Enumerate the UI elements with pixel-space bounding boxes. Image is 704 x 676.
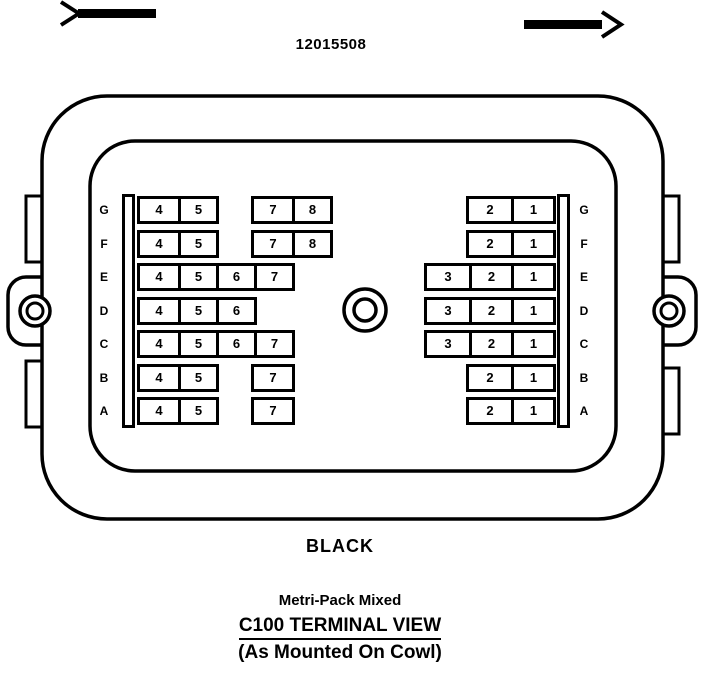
terminal-cell-right-G-2: 2 bbox=[486, 202, 494, 217]
terminal-cell-left-C-7: 7 bbox=[254, 333, 292, 355]
center-mounting-hole bbox=[342, 287, 388, 333]
row-label-right-F: F bbox=[580, 236, 588, 251]
pack-type-label: Metri-Pack Mixed bbox=[278, 592, 402, 609]
row-label-right-B: B bbox=[579, 370, 589, 385]
terminal-cell-right-D-2: 2 bbox=[469, 299, 511, 322]
terminal-cell-right-G-1: 1 bbox=[511, 199, 553, 221]
view-title-text: C100 TERMINAL VIEW bbox=[238, 615, 442, 640]
row-label-right-D: D bbox=[579, 303, 589, 318]
terminal-cell-right-A-2: 2 bbox=[486, 403, 494, 418]
terminal-cell-left-E-6: 6 bbox=[216, 266, 254, 288]
row-label-left-C: C bbox=[99, 337, 109, 351]
terminal-cell-left-D-5: 5 bbox=[178, 299, 216, 322]
terminal-block-left-A-1: 7 bbox=[251, 397, 295, 425]
terminal-cell-left-G-7: 7 bbox=[269, 202, 277, 217]
row-label-left-G: G bbox=[99, 203, 109, 217]
row-label-left-A: A bbox=[99, 404, 109, 418]
terminal-cell-right-A-1: 1 bbox=[511, 400, 553, 422]
terminal-block-left-B-1: 7 bbox=[251, 363, 295, 392]
terminal-cell-left-B-4: 4 bbox=[155, 369, 163, 385]
terminal-cell-left-C-5: 5 bbox=[178, 333, 216, 355]
terminal-cell-left-E-4: 4 bbox=[155, 269, 163, 284]
terminal-cell-right-E-2: 2 bbox=[469, 266, 511, 288]
connector-color-label: BLACK bbox=[306, 536, 374, 556]
terminal-cell-left-G-4: 4 bbox=[155, 202, 163, 217]
terminal-cell-left-F-4: 4 bbox=[155, 235, 163, 251]
terminal-cell-right-D-1: 1 bbox=[511, 299, 553, 322]
terminal-cell-left-E-7: 7 bbox=[254, 266, 292, 288]
left-ear-hole bbox=[18, 294, 52, 328]
row-label-right-C: C bbox=[579, 337, 589, 351]
terminal-cell-right-E-1: 1 bbox=[511, 266, 553, 288]
left-key-bar bbox=[122, 194, 135, 428]
view-subtitle: (As Mounted On Cowl) bbox=[238, 642, 442, 663]
terminal-cell-left-A-5: 5 bbox=[178, 400, 216, 422]
terminal-cell-left-B-5: 5 bbox=[178, 366, 216, 389]
terminal-cell-left-D-6: 6 bbox=[216, 299, 254, 322]
terminal-cell-left-B-7: 7 bbox=[269, 369, 277, 385]
terminal-cell-right-C-2: 2 bbox=[469, 333, 511, 355]
terminal-cell-left-G-5: 5 bbox=[178, 199, 216, 221]
terminal-cell-left-G-8: 8 bbox=[292, 199, 330, 221]
terminal-cell-left-C-6: 6 bbox=[216, 333, 254, 355]
row-label-left-F: F bbox=[100, 236, 108, 251]
terminal-cell-right-E-3: 3 bbox=[444, 269, 452, 284]
terminal-cell-right-B-2: 2 bbox=[486, 369, 494, 385]
terminal-cell-right-F-2: 2 bbox=[486, 235, 494, 251]
row-label-left-B: B bbox=[99, 370, 109, 385]
terminal-cell-left-F-8: 8 bbox=[292, 232, 330, 255]
wire-continuation-arrow-left bbox=[59, 0, 156, 27]
terminal-cell-left-F-7: 7 bbox=[269, 235, 277, 251]
wire-continuation-arrow-right bbox=[524, 10, 625, 39]
terminal-cell-left-A-7: 7 bbox=[269, 403, 277, 418]
connector-body-inner bbox=[88, 139, 618, 473]
row-label-right-A: A bbox=[579, 404, 589, 418]
terminal-cell-right-F-1: 1 bbox=[511, 232, 553, 255]
row-label-right-E: E bbox=[579, 270, 588, 284]
row-label-left-D: D bbox=[99, 303, 109, 318]
terminal-cell-left-D-4: 4 bbox=[155, 302, 163, 318]
terminal-cell-left-F-5: 5 bbox=[178, 232, 216, 255]
terminal-cell-left-A-4: 4 bbox=[155, 403, 163, 418]
terminal-cell-right-C-1: 1 bbox=[511, 333, 553, 355]
terminal-cell-left-C-4: 4 bbox=[155, 336, 163, 351]
right-ear-hole bbox=[652, 294, 686, 328]
row-label-left-E: E bbox=[99, 270, 108, 284]
terminal-cell-right-D-3: 3 bbox=[444, 302, 452, 318]
row-label-right-G: G bbox=[579, 203, 589, 217]
view-title: C100 TERMINAL VIEW bbox=[0, 615, 680, 640]
terminal-cell-left-E-5: 5 bbox=[178, 266, 216, 288]
terminal-cell-right-B-1: 1 bbox=[511, 366, 553, 389]
terminal-cell-right-C-3: 3 bbox=[444, 336, 452, 351]
right-key-bar bbox=[557, 194, 570, 428]
part-number: 12015508 bbox=[295, 36, 367, 53]
